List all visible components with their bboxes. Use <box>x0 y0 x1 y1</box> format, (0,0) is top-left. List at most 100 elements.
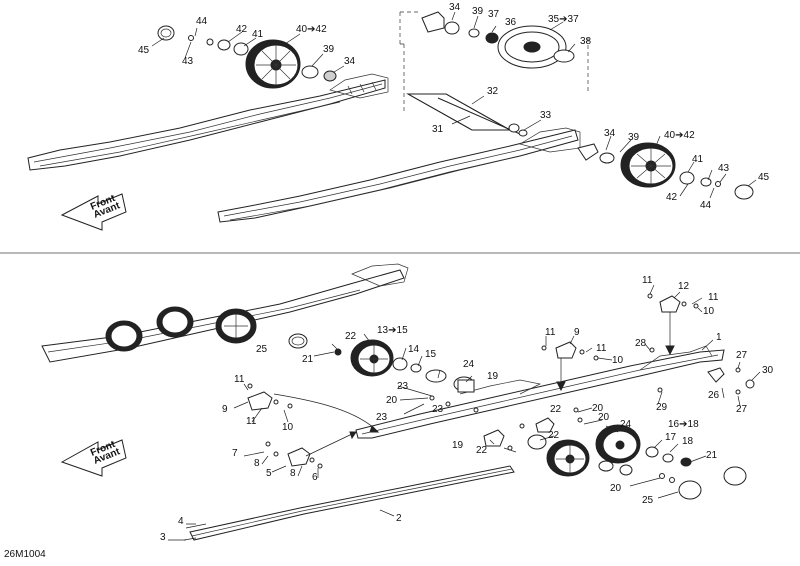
callout: 20 <box>610 483 622 494</box>
callout: 3 <box>160 532 166 543</box>
callout: 41 <box>252 29 264 40</box>
exploded-slide-rail <box>355 345 725 439</box>
callout: 15 <box>425 349 437 360</box>
callout: 21 <box>706 450 718 461</box>
callout: 39 <box>323 44 335 55</box>
bottom-bracket-parts <box>247 295 755 467</box>
callout: 34 <box>604 128 616 139</box>
callout: 2 <box>396 513 402 524</box>
callout: 44 <box>196 16 208 27</box>
callout: 45 <box>758 172 770 183</box>
callout: 23 <box>376 412 388 423</box>
callout: 22 <box>476 445 488 456</box>
callout: 8 <box>254 458 260 469</box>
bottom-callout-labels: 11 12 11 10 1 13➔15 22 25 21 14 15 11 9 … <box>160 275 774 543</box>
callout: 42 <box>666 192 678 203</box>
callout: 44 <box>700 200 712 211</box>
callout: 22 <box>550 404 562 415</box>
callout: 19 <box>452 440 464 451</box>
bottom-hardware <box>247 293 741 469</box>
bottom-wheel-parts <box>288 333 747 500</box>
callout: 28 <box>635 338 647 349</box>
callout: 31 <box>432 124 444 135</box>
callout: 41 <box>692 154 704 165</box>
callout: 7 <box>232 448 238 459</box>
callout: 13➔15 <box>377 325 408 336</box>
callout: 11 <box>596 343 607 354</box>
callout: 11 <box>246 416 257 427</box>
callout: 21 <box>302 354 314 365</box>
callout: 11 <box>545 327 556 338</box>
callout: 20 <box>386 395 398 406</box>
callout: 20 <box>592 403 604 414</box>
bottom-exploded-view: Front Avant <box>41 263 774 543</box>
callout: 9 <box>222 404 228 415</box>
callout: 27 <box>736 404 748 415</box>
upper-left-rail <box>27 73 389 171</box>
callout: 10 <box>282 422 294 433</box>
callout: 30 <box>762 365 774 376</box>
callout: 23 <box>397 381 409 392</box>
callout: 10 <box>703 306 715 317</box>
callout: 32 <box>487 86 499 97</box>
callout: 17 <box>665 432 677 443</box>
callout: 35➔37 <box>548 14 579 25</box>
callout: 10 <box>612 355 624 366</box>
callout: 43 <box>718 163 730 174</box>
callout: 1 <box>716 332 722 343</box>
callout: 16➔18 <box>668 419 699 430</box>
callout: 4 <box>178 516 184 527</box>
callout: 33 <box>540 110 552 121</box>
drawing-code: 26M1004 <box>4 549 46 560</box>
callout: 9 <box>574 327 580 338</box>
callout: 25 <box>642 495 654 506</box>
callout: 22 <box>548 430 560 441</box>
top-right-wheel-parts <box>421 11 575 69</box>
callout: 39 <box>628 132 640 143</box>
callout: 37 <box>488 9 500 20</box>
front-direction-arrow-bottom: Front Avant <box>60 439 127 477</box>
callout: 20 <box>598 412 610 423</box>
callout: 34 <box>449 2 461 13</box>
callout: 39 <box>472 6 484 17</box>
shaft-enclosure <box>399 11 589 137</box>
callout: 29 <box>656 402 668 413</box>
assembled-rail-suspension <box>41 263 409 363</box>
callout: 6 <box>312 472 318 483</box>
callout: 11 <box>642 275 653 286</box>
bottom-leader-lines <box>168 284 761 541</box>
callout: 8 <box>290 468 296 479</box>
callout: 14 <box>408 344 420 355</box>
callout: 36 <box>505 17 517 28</box>
assembly-arrows <box>273 312 675 457</box>
callout: 26 <box>708 390 720 401</box>
callout: 5 <box>266 468 272 479</box>
slider-part <box>183 465 515 541</box>
callout: 43 <box>182 56 194 67</box>
callout: 23 <box>432 404 444 415</box>
callout: 12 <box>678 281 690 292</box>
callout: 11 <box>708 292 719 303</box>
callout: 24 <box>463 359 475 370</box>
callout: 24 <box>620 419 632 430</box>
callout: 11 <box>234 374 245 385</box>
callout: 40➔42 <box>664 130 695 141</box>
callout: 18 <box>682 436 694 447</box>
top-exploded-view: Front Avant <box>27 2 770 231</box>
callout: 19 <box>487 371 499 382</box>
front-direction-arrow-top: Front Avant <box>60 193 127 231</box>
callout: 40➔42 <box>296 24 327 35</box>
callout: 22 <box>345 331 357 342</box>
callout: 25 <box>256 344 268 355</box>
top-callout-labels: 44 42 41 40➔42 45 43 39 34 34 39 37 36 3… <box>138 2 770 211</box>
callout: 27 <box>736 350 748 361</box>
top-leader-lines <box>151 11 757 199</box>
callout: 34 <box>344 56 356 67</box>
callout: 45 <box>138 45 150 56</box>
top-lower-wheel-parts <box>577 142 754 200</box>
callout: 42 <box>236 24 248 35</box>
callout: 38 <box>580 36 592 47</box>
lower-right-rail <box>217 127 581 223</box>
